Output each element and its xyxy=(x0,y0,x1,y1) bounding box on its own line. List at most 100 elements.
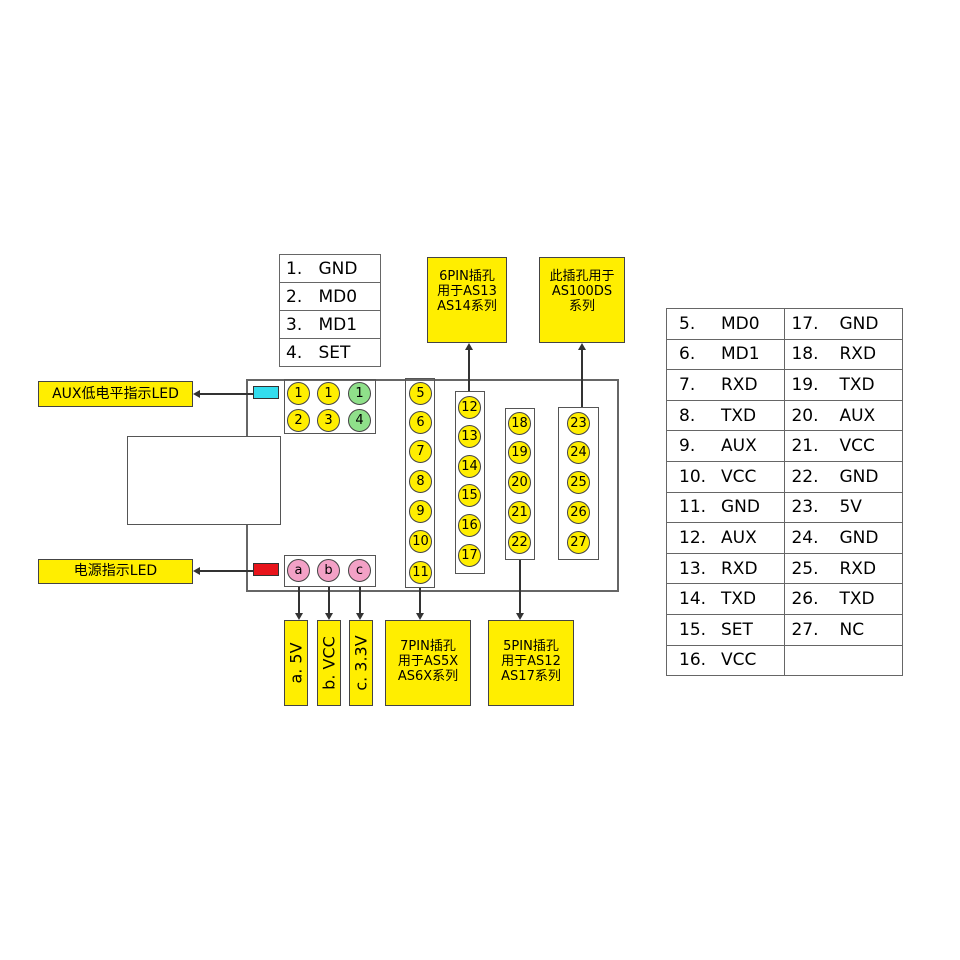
legend-signal: GND xyxy=(318,258,358,279)
pin-signal: TXD xyxy=(839,589,875,610)
pin: 11 xyxy=(409,561,432,584)
pin-signal: GND xyxy=(721,497,760,518)
six-pin-socket xyxy=(455,391,485,574)
as100ds-label: 此插孔用于 AS100DS 系列 xyxy=(539,257,625,343)
table-cell: 5.MD0 xyxy=(665,308,786,340)
label-line: AS17系列 xyxy=(501,669,561,684)
pin-number: 22. xyxy=(791,466,819,487)
pin-signal: TXD xyxy=(721,405,757,426)
pin: 12 xyxy=(458,396,481,419)
pin: 7 xyxy=(409,440,432,463)
pin-gnd: 1 xyxy=(348,382,371,405)
legend-row: 4. SET xyxy=(279,338,381,367)
pin-number: 8. xyxy=(679,405,696,426)
pin-signal: RXD xyxy=(721,558,758,579)
power-b-label: b. VCC xyxy=(317,620,341,706)
pin-set: 4 xyxy=(348,409,371,432)
pin-md0: 2 xyxy=(287,409,310,432)
pin-signal: TXD xyxy=(839,374,875,395)
label-line: 用于AS5X xyxy=(397,654,459,669)
table-row: 16.VCC xyxy=(665,644,903,677)
pin: 22 xyxy=(508,531,531,554)
table-cell: 21. VCC xyxy=(784,430,903,462)
arrowhead xyxy=(578,343,586,350)
arrowhead xyxy=(416,613,424,620)
pin-number: 24. xyxy=(791,527,819,548)
pin: 24 xyxy=(567,441,590,464)
pin-signal: AUX xyxy=(839,405,876,426)
power-b-text: b. VCC xyxy=(319,636,339,690)
aux-led-label: AUX低电平指示LED xyxy=(38,381,193,407)
table-cell: 24.GND xyxy=(784,522,903,554)
pin-number: 23. xyxy=(791,497,819,518)
legend-signal: MD0 xyxy=(318,286,358,307)
power-c-label: c. 3.3V xyxy=(349,620,373,706)
power-c-text: c. 3.3V xyxy=(351,635,371,691)
pin: 15 xyxy=(458,484,481,507)
pin-number: 10. xyxy=(679,466,707,487)
pin: 23 xyxy=(567,412,590,435)
pin-number: 21. xyxy=(791,436,819,457)
table-cell: 22.GND xyxy=(784,460,903,493)
table-cell: 7.RXD xyxy=(665,369,786,401)
seven-pin-socket xyxy=(405,378,435,588)
arrow-aux-led xyxy=(198,393,253,395)
pin-number: 18. xyxy=(791,344,819,365)
table-cell: 12.AUX xyxy=(665,522,786,554)
table-cell: 26. TXD xyxy=(784,583,903,615)
pin-signal: GND xyxy=(839,313,879,334)
pin-number: 26. xyxy=(791,589,819,610)
arrow-five-pin xyxy=(519,560,521,613)
table-row: 8. TXD 20. AUX xyxy=(665,399,903,432)
power-a-label: a. 5V xyxy=(284,620,308,706)
pin-signal: MD1 xyxy=(721,344,760,365)
pin: 6 xyxy=(409,411,432,434)
table-cell: 10. VCC xyxy=(665,460,786,493)
pin: 17 xyxy=(458,544,481,567)
legend-row: 1. GND xyxy=(279,254,381,283)
pin-gnd: 1 xyxy=(287,382,310,405)
pin-signal: RXD xyxy=(839,558,877,579)
table-cell: 8. TXD xyxy=(665,399,786,432)
pin: 13 xyxy=(458,425,481,448)
table-cell: 18.RXD xyxy=(784,338,903,371)
arrow-six-pin xyxy=(468,349,470,391)
table-cell: 27.NC xyxy=(784,613,903,646)
table-cell: 20. AUX xyxy=(784,399,903,432)
pin-signal: VCC xyxy=(721,466,757,487)
legend-row: 3. MD1 xyxy=(279,310,381,339)
pin-md1: 3 xyxy=(317,409,340,432)
top-pin-legend: 1. GND 2. MD0 3. MD1 4. SET xyxy=(279,254,381,367)
pin-signal: RXD xyxy=(721,374,758,395)
pin-number: 20. xyxy=(791,405,819,426)
arrow-power-led xyxy=(198,570,253,572)
header-pin-group xyxy=(284,379,376,434)
table-cell: 17.GND xyxy=(784,308,903,340)
pin-signal: VCC xyxy=(839,436,875,457)
six-pin-label: 6PIN插孔 用于AS13 AS14系列 xyxy=(427,257,507,343)
pin: 20 xyxy=(508,471,531,494)
pin-number: 13. xyxy=(679,558,707,579)
pin: 27 xyxy=(567,531,590,554)
pin-number: 16. xyxy=(679,650,707,671)
pin-number: 14. xyxy=(679,589,707,610)
pin-number: 19. xyxy=(791,374,819,395)
arrowhead xyxy=(295,613,303,620)
label-line: 系列 xyxy=(568,299,595,314)
table-cell xyxy=(784,644,903,677)
pin-gnd: 1 xyxy=(317,382,340,405)
label-line: AS6X系列 xyxy=(397,669,459,684)
pin: 10 xyxy=(409,530,432,553)
arrow-seven-pin xyxy=(419,588,421,613)
pin: 26 xyxy=(567,501,590,524)
pin-power-a: a xyxy=(287,559,310,582)
arrow-power-c xyxy=(359,587,361,613)
table-cell: 13. RXD xyxy=(665,552,786,585)
pin: 18 xyxy=(508,412,531,435)
connector-block xyxy=(127,436,281,525)
